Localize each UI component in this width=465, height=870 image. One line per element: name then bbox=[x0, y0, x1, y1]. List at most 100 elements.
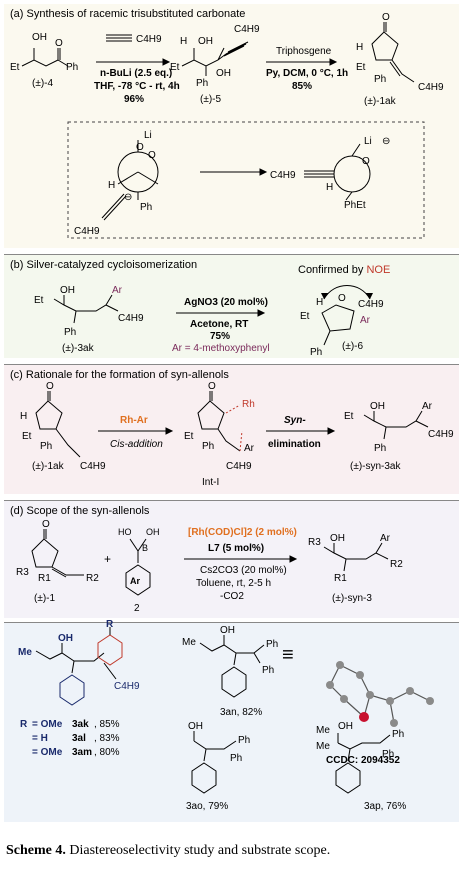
box-li2: Li bbox=[364, 136, 372, 147]
c-prod-et: Et bbox=[344, 411, 354, 422]
int5-h: H bbox=[180, 36, 187, 47]
b-prod-ph: Ph bbox=[310, 347, 322, 358]
c-reagent: Rh-Ar bbox=[120, 415, 148, 426]
box-o2: O bbox=[148, 150, 156, 161]
panel-c-title: (c) Rationale for the formation of syn-a… bbox=[10, 369, 229, 381]
prod1ak-ph: Ph bbox=[374, 74, 386, 85]
c-sm-h: H bbox=[20, 411, 27, 422]
legend-val-1: = H bbox=[32, 733, 48, 744]
box-minus: ⊖ bbox=[124, 192, 132, 203]
prod1ak-o: O bbox=[382, 12, 390, 23]
panel-e-structures: Me OH R C4H9 R = OMe 3ak , 85% = H 3al ,… bbox=[18, 619, 406, 812]
d-boronic-ar: Ar bbox=[130, 576, 140, 586]
cond2-a: Triphosgene bbox=[276, 46, 332, 57]
legend-cmp-1: 3al bbox=[72, 733, 86, 744]
d-sm-r3: R3 bbox=[16, 567, 29, 578]
panel-c-rationale: (c) Rationale for the formation of syn-a… bbox=[4, 364, 459, 494]
sm4-oh: OH bbox=[32, 32, 47, 43]
d-boronic-b: B bbox=[142, 543, 148, 553]
e-a-r: R bbox=[106, 619, 114, 630]
e-ap-oh: OH bbox=[338, 721, 353, 732]
c-step2b: elimination bbox=[268, 439, 321, 450]
box-minus2: ⊖ bbox=[382, 136, 390, 147]
box-h: H bbox=[108, 180, 115, 191]
e-equiv: ≡ bbox=[282, 644, 294, 666]
c-prod-label: (±)-syn-3ak bbox=[350, 461, 401, 472]
b-prod-label: (±)-6 bbox=[342, 341, 363, 352]
e-ap-label: 3ap, 76% bbox=[364, 801, 406, 812]
d-boronic-ho: HO bbox=[118, 527, 132, 537]
cond1-a: n-BuLi (2.5 eq.) bbox=[100, 68, 172, 79]
b-cond-a: AgNO3 (20 mol%) bbox=[184, 297, 268, 308]
cond2-b: Py, DCM, 0 °C, 1h bbox=[266, 68, 348, 79]
legend-cmp-2: 3am bbox=[72, 747, 92, 758]
legend-yield-1: , 83% bbox=[94, 733, 120, 744]
box-o3: O bbox=[362, 156, 370, 167]
d-boronic-oh: OH bbox=[146, 527, 160, 537]
c-sm-et: Et bbox=[22, 431, 32, 442]
e-ap-me1: Me bbox=[316, 725, 330, 736]
d-plus: + bbox=[104, 552, 111, 566]
b-cond-b: Acetone, RT bbox=[190, 319, 248, 330]
e-legend: R = OMe 3ak , 85% = H 3al , 83% = OMe 3a… bbox=[20, 719, 120, 758]
c-int-ar: Ar bbox=[244, 443, 255, 454]
b-prod-c4: C4H9 bbox=[358, 299, 384, 310]
e-ap-ph1: Ph bbox=[392, 729, 404, 740]
scheme-caption: Scheme 4. Diastereoselectivity study and… bbox=[6, 843, 330, 859]
e-a-oh: OH bbox=[58, 633, 73, 644]
c-prod-ar: Ar bbox=[422, 401, 433, 412]
e-ao-ph1: Ph bbox=[238, 735, 250, 746]
c-prod-c4: C4H9 bbox=[428, 429, 454, 440]
panel-a-scheme: OH Et Ph O (±)-4 C4H9 n-BuLi (2.5 eq.) T… bbox=[10, 12, 444, 239]
panel-b-title: (b) Silver-catalyzed cycloisomerization bbox=[10, 259, 198, 271]
d-prod-r2: R2 bbox=[390, 559, 403, 570]
b-cond-c: 75% bbox=[210, 331, 230, 342]
c-int-label: Int-I bbox=[202, 477, 219, 488]
e-ap-ph2: Ph bbox=[382, 749, 394, 760]
legend-val-0: = OMe bbox=[32, 719, 63, 730]
int5-ph: Ph bbox=[196, 78, 208, 89]
e-an-label: 3an, 82% bbox=[220, 707, 262, 718]
c-int-c4: C4H9 bbox=[226, 461, 252, 472]
legend-yield-2: , 80% bbox=[94, 747, 120, 758]
prod1ak-label: (±)-1ak bbox=[364, 96, 397, 107]
prod1ak-et: Et bbox=[356, 62, 366, 73]
d-cond-base: Cs2CO3 (20 mol%) bbox=[200, 565, 287, 576]
panel-b-scheme: Confirmed by NOE OH Et Ph Ar C4H9 (±)-3a… bbox=[34, 264, 390, 358]
panel-d-scope-conditions: (d) Scope of the syn-allenols O R3 R1 R2… bbox=[4, 500, 459, 618]
c-int-rh: Rh bbox=[242, 399, 255, 410]
d-prod-ar: Ar bbox=[380, 533, 391, 544]
c-sm-c4: C4H9 bbox=[80, 461, 106, 472]
c-sm-o: O bbox=[46, 381, 54, 392]
int5-c4: C4H9 bbox=[234, 24, 260, 35]
d-cond-solv: Toluene, rt, 2-5 h bbox=[196, 578, 271, 589]
legend-yield-0: , 85% bbox=[94, 719, 120, 730]
c-prod-oh: OH bbox=[370, 401, 385, 412]
b-prod-h: H bbox=[316, 297, 323, 308]
panel-a-title: (a) Synthesis of racemic trisubstituted … bbox=[10, 8, 246, 20]
box-ph: Ph bbox=[140, 202, 152, 213]
e-ap-me2: Me bbox=[316, 741, 330, 752]
e-ao-ph2: Ph bbox=[230, 753, 242, 764]
cond1-c: 96% bbox=[124, 94, 144, 105]
legend-val-2: = OMe bbox=[32, 747, 63, 758]
panel-d-scheme: O R3 R1 R2 (±)-1 + HO B OH Ar 2 [Rh(COD)… bbox=[16, 519, 403, 614]
legend-r: R bbox=[20, 719, 28, 730]
c-step2a: Syn- bbox=[284, 415, 306, 426]
e-a-c4: C4H9 bbox=[114, 681, 140, 692]
box-c4b: C4H9 bbox=[270, 170, 296, 181]
legend-cmp-0: 3ak bbox=[72, 719, 89, 730]
c-sm-label: (±)-1ak bbox=[32, 461, 65, 472]
box-li1: Li bbox=[144, 130, 152, 141]
e-an-me: Me bbox=[182, 637, 196, 648]
caption-text: Diastereoselectivity study and substrate… bbox=[65, 843, 331, 858]
int5-label: (±)-5 bbox=[200, 94, 221, 105]
int5-et: Et bbox=[170, 62, 180, 73]
noe-text: Confirmed by NOE bbox=[298, 264, 390, 276]
d-sm-label: (±)-1 bbox=[34, 593, 55, 604]
box-o1: O bbox=[136, 142, 144, 153]
panel-c-scheme: O H Et Ph C4H9 (±)-1ak Rh-Ar Cis-additio… bbox=[20, 381, 454, 488]
e-an-oh: OH bbox=[220, 625, 235, 636]
c-step1: Cis-addition bbox=[110, 439, 163, 450]
d-sm-r1: R1 bbox=[38, 573, 51, 584]
